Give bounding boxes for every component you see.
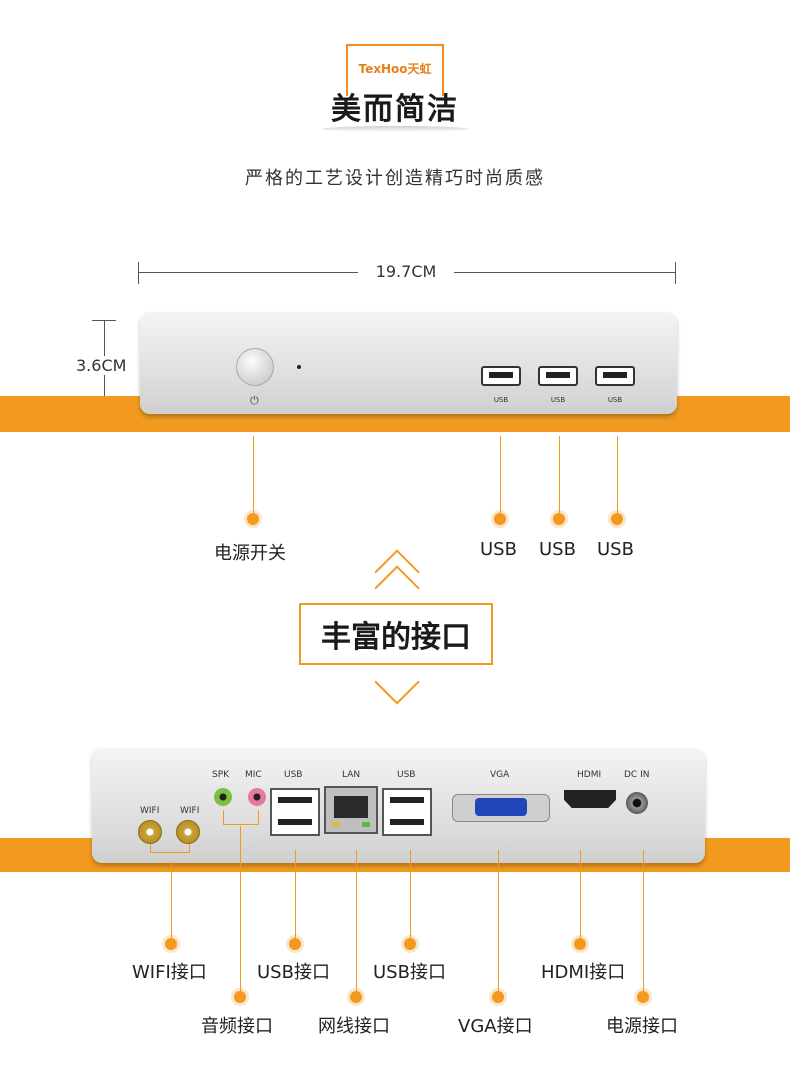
rear-device: WIFI WIFI SPK MIC USB LAN USB VGA HDMI D… bbox=[92, 748, 705, 863]
callout-line-power bbox=[253, 436, 254, 516]
callout-wifi: WIFI接口 bbox=[132, 962, 207, 983]
callout-dot-power bbox=[247, 513, 259, 525]
wifi-antenna-connector-1 bbox=[138, 820, 162, 844]
callout-line-vga bbox=[498, 850, 499, 994]
chevron-down-icon bbox=[374, 659, 420, 705]
rear-label-usb-left: USB bbox=[284, 770, 303, 780]
callout-usb-3: USB bbox=[597, 539, 634, 560]
width-tick-left bbox=[138, 262, 139, 284]
rear-usb-stack-left bbox=[270, 788, 320, 836]
title-shadow bbox=[322, 126, 468, 132]
section-title: 丰富的接口 bbox=[321, 620, 471, 655]
callout-power-switch: 电源开关 bbox=[214, 543, 286, 564]
lan-port bbox=[324, 786, 378, 834]
callout-dot-usb-right bbox=[404, 938, 416, 950]
power-icon: ⏻ bbox=[250, 394, 259, 407]
width-tick-right bbox=[675, 262, 676, 284]
callout-line-usb-left bbox=[295, 850, 296, 942]
front-usb-port-1 bbox=[481, 366, 521, 386]
rear-label-wifi-2: WIFI bbox=[180, 806, 200, 816]
height-tick-top bbox=[92, 320, 116, 321]
front-usb-label-2: USB bbox=[550, 396, 566, 404]
hdmi-port bbox=[564, 790, 616, 808]
rear-label-lan: LAN bbox=[342, 770, 361, 780]
front-usb-port-2 bbox=[538, 366, 578, 386]
front-usb-label-1: USB bbox=[493, 396, 509, 404]
section-title-frame bbox=[299, 603, 493, 665]
dc-in-port bbox=[626, 792, 648, 814]
callout-line-usb2 bbox=[559, 436, 560, 516]
height-label: 3.6CM bbox=[76, 356, 136, 375]
callout-usb-2: USB bbox=[539, 539, 576, 560]
callout-dot-usb2 bbox=[553, 513, 565, 525]
callout-dot-usb1 bbox=[494, 513, 506, 525]
wifi-bracket bbox=[150, 844, 190, 853]
callout-dot-dc bbox=[637, 991, 649, 1003]
callout-usb-1: USB bbox=[480, 539, 517, 560]
rear-label-mic: MIC bbox=[245, 770, 262, 780]
callout-line-dc bbox=[643, 850, 644, 994]
callout-vga: VGA接口 bbox=[458, 1016, 533, 1037]
wifi-antenna-connector-2 bbox=[176, 820, 200, 844]
rear-label-usb-right: USB bbox=[397, 770, 416, 780]
indicator-led bbox=[297, 365, 301, 369]
callout-line-usb-right bbox=[410, 850, 411, 942]
vga-port bbox=[452, 794, 550, 822]
front-device: ⏻ USB USB USB bbox=[140, 312, 677, 414]
callout-dot-hdmi bbox=[574, 938, 586, 950]
rear-usb-stack-right bbox=[382, 788, 432, 836]
subtitle: 严格的工艺设计创造精巧时尚质感 bbox=[245, 168, 545, 189]
rear-label-hdmi: HDMI bbox=[577, 770, 602, 780]
callout-line-usb3 bbox=[617, 436, 618, 516]
callout-lan: 网线接口 bbox=[318, 1016, 390, 1037]
callout-line-audio bbox=[240, 826, 241, 994]
rear-label-wifi-1: WIFI bbox=[140, 806, 160, 816]
callout-dot-usb3 bbox=[611, 513, 623, 525]
callout-dot-audio bbox=[234, 991, 246, 1003]
width-label: 19.7CM bbox=[358, 262, 454, 281]
power-button bbox=[236, 348, 274, 386]
mic-jack bbox=[248, 788, 266, 806]
callout-dot-vga bbox=[492, 991, 504, 1003]
callout-dot-wifi bbox=[165, 938, 177, 950]
rear-label-dc-in: DC IN bbox=[624, 770, 650, 780]
logo-frame bbox=[346, 44, 444, 96]
callout-dot-lan bbox=[350, 991, 362, 1003]
page-title: 美而简洁 bbox=[331, 92, 459, 127]
front-usb-port-3 bbox=[595, 366, 635, 386]
callout-usb-right: USB接口 bbox=[373, 962, 446, 983]
callout-line-wifi bbox=[171, 862, 172, 942]
callout-line-usb1 bbox=[500, 436, 501, 516]
callout-line-hdmi bbox=[580, 850, 581, 942]
callout-dot-usb-left bbox=[289, 938, 301, 950]
brand-logo: TexHoo天虹 bbox=[358, 62, 432, 76]
callout-line-lan bbox=[356, 850, 357, 994]
callout-hdmi: HDMI接口 bbox=[541, 962, 626, 983]
callout-dc: 电源接口 bbox=[606, 1016, 678, 1037]
callout-usb-left: USB接口 bbox=[257, 962, 330, 983]
front-usb-label-3: USB bbox=[607, 396, 623, 404]
rear-label-vga: VGA bbox=[490, 770, 510, 780]
callout-audio: 音频接口 bbox=[201, 1016, 273, 1037]
rear-label-spk: SPK bbox=[212, 770, 230, 780]
audio-bracket bbox=[223, 810, 259, 825]
speaker-jack bbox=[214, 788, 232, 806]
